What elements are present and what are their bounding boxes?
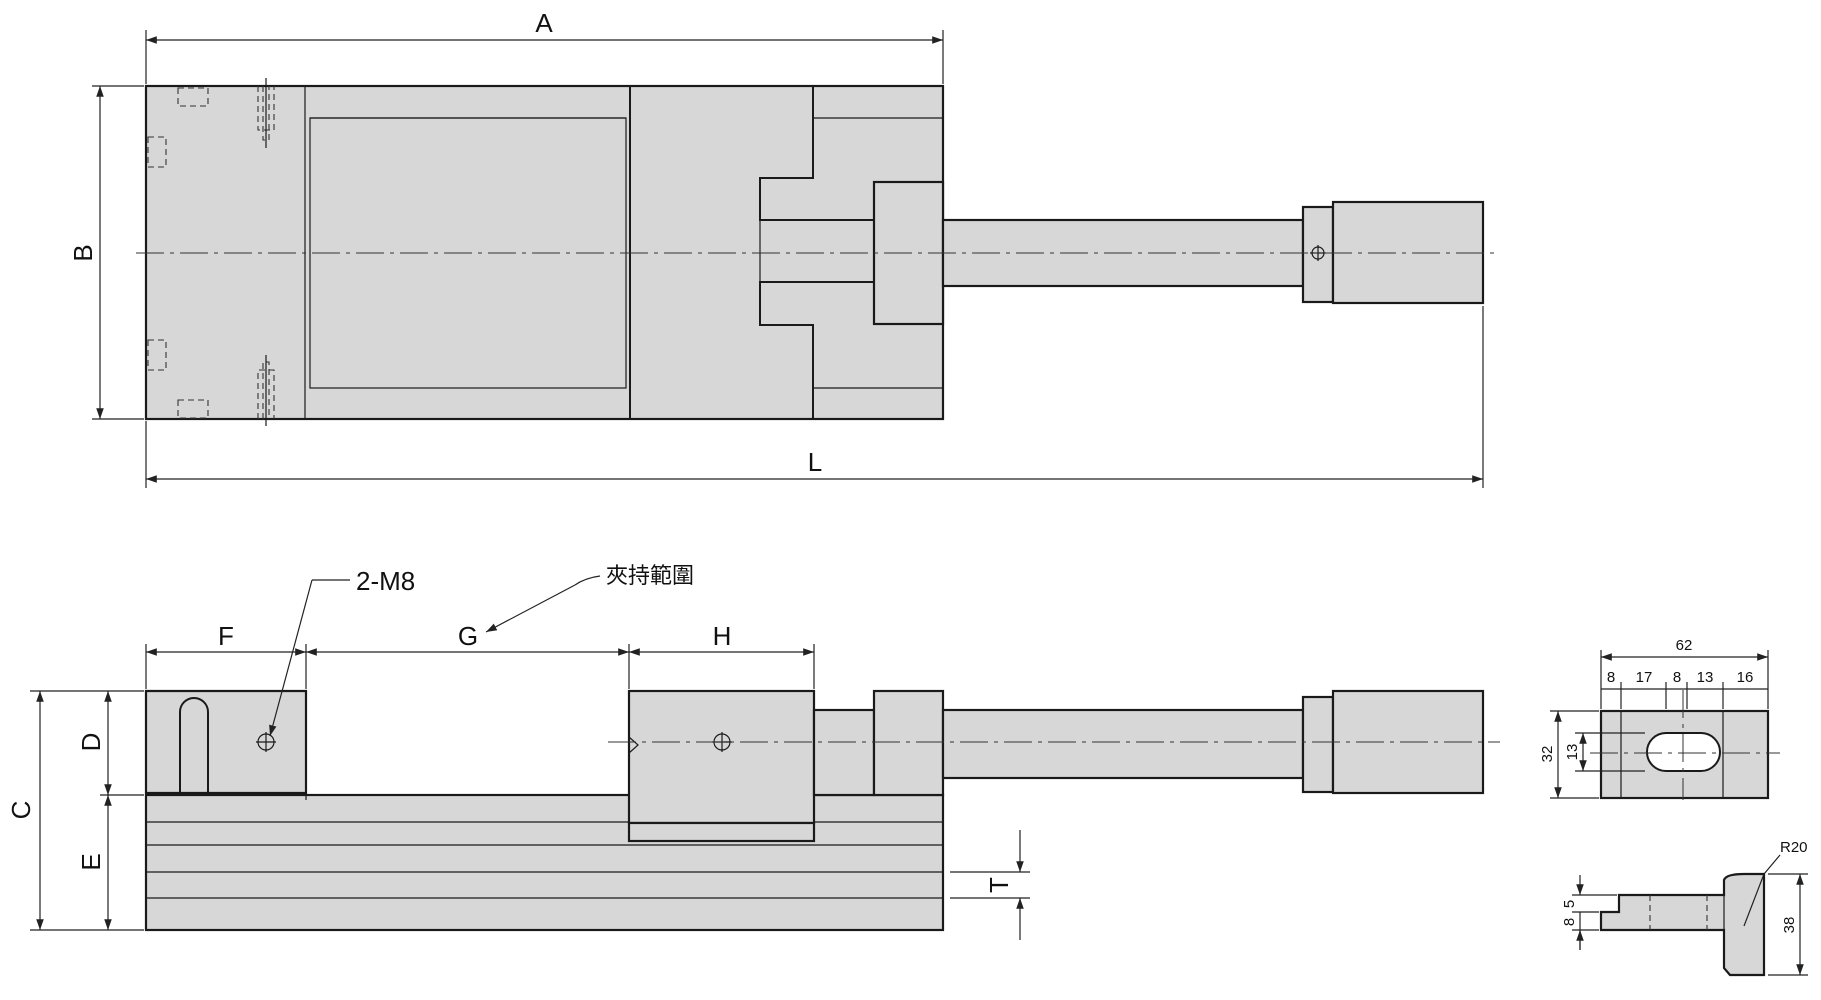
detail-seg2: 17 (1636, 669, 1653, 686)
dim-label-H: H (713, 621, 732, 651)
detail-d2: 8 (1561, 918, 1578, 926)
thread-label: 2-M8 (356, 566, 415, 596)
detail-seg1: 8 (1607, 669, 1615, 686)
side-screw-rod (941, 708, 1305, 780)
dim-label-D: D (76, 733, 106, 752)
dim-G: G (306, 621, 630, 689)
side-base (144, 793, 945, 932)
dim-label-L: L (808, 447, 822, 477)
dim-label-A: A (535, 8, 553, 38)
detail-d1: 5 (1561, 900, 1578, 908)
callout-clamp-range: 夾持範圍 (485, 564, 694, 633)
side-movable-jaw (627, 689, 816, 825)
dim-B: B (68, 85, 144, 420)
dim-F: F (145, 621, 307, 689)
clamp-range-label: 夾持範圍 (606, 564, 694, 589)
side-fixed-jaw (144, 689, 308, 795)
dim-A: A (145, 8, 944, 84)
top-view (136, 78, 1500, 426)
callout-thread: 2-M8 (269, 566, 415, 737)
detail-seg5: 16 (1737, 669, 1754, 686)
dim-L: L (145, 306, 1484, 488)
detail-jaw-side: R20 38 5 8 (1561, 839, 1808, 977)
dim-E: E (76, 795, 112, 930)
side-nut-block (872, 689, 945, 797)
dim-label-C: C (6, 801, 36, 820)
dim-D: D (76, 691, 144, 796)
dim-C: C (6, 690, 144, 931)
detail-seg3: 8 (1673, 669, 1681, 686)
dim-label-F: F (218, 621, 234, 651)
detail-jaw-front: 62 8 17 8 13 16 32 13 (1539, 637, 1780, 800)
detail-seg4: 13 (1697, 669, 1714, 686)
detail-radius: R20 (1780, 839, 1808, 856)
detail-d3: 38 (1781, 917, 1798, 934)
dim-label-B: B (68, 244, 98, 261)
detail-slot: 13 (1564, 744, 1581, 761)
dim-label-T: T (984, 877, 1014, 893)
dim-label-E: E (76, 853, 106, 870)
dim-T: T (950, 830, 1030, 940)
dim-label-G: G (458, 621, 478, 651)
side-view (144, 689, 1500, 932)
dim-H: H (629, 621, 815, 689)
detail-height: 32 (1539, 746, 1556, 763)
detail-width: 62 (1676, 637, 1693, 654)
